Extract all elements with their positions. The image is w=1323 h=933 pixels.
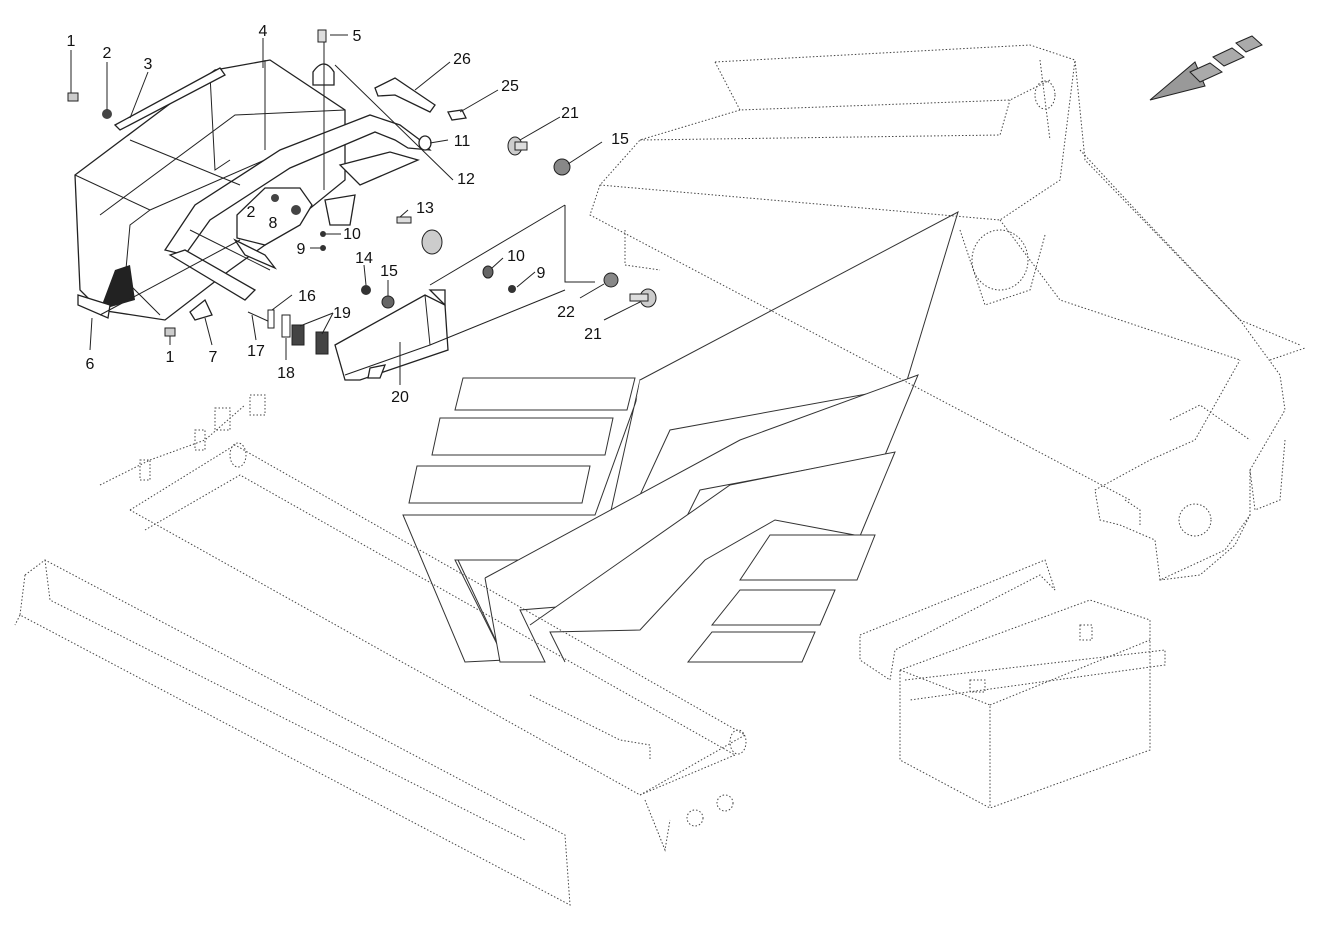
washer-part-15a (553, 158, 571, 176)
callout-19: 19 (333, 305, 351, 322)
callout-5: 5 (353, 28, 362, 45)
callout-1-bottom: 1 (166, 349, 175, 366)
callout-15-mid: 15 (380, 263, 398, 280)
callout-20: 20 (391, 389, 409, 406)
callout-21-bottom: 21 (584, 326, 602, 343)
plate-part-25 (447, 109, 467, 121)
callout-3: 3 (144, 56, 153, 73)
callout-10-left: 10 (343, 226, 361, 243)
callout-17: 17 (247, 343, 265, 360)
shield-part-4 (74, 59, 346, 321)
callout-9-left: 9 (297, 241, 306, 258)
bracket-part-20 (334, 289, 449, 381)
direction-arrow-icon (1149, 35, 1263, 101)
leader-lines (70, 34, 641, 385)
bracket-part-12-plate (324, 151, 420, 226)
callout-13: 13 (416, 200, 434, 217)
lower-right-tank (859, 559, 1166, 809)
callout-16: 16 (298, 288, 316, 305)
callout-2-top: 2 (103, 45, 112, 62)
callout-labels: 1 2 3 4 5 26 25 11 12 21 15 2 8 13 10 9 … (67, 23, 629, 406)
fasteners (67, 92, 657, 355)
bracket-part-26 (374, 77, 436, 113)
callout-6: 6 (86, 356, 95, 373)
callout-2-inset: 2 (247, 204, 256, 221)
rubber-mount-13 (396, 216, 443, 255)
callout-10-right: 10 (507, 248, 525, 265)
callout-25: 25 (501, 78, 519, 95)
callout-21-top: 21 (561, 105, 579, 122)
callout-14: 14 (355, 250, 373, 267)
lower-frame-assembly (14, 394, 747, 906)
callout-1-top: 1 (67, 33, 76, 50)
callout-9-right: 9 (537, 265, 546, 282)
tube-part-11-12 (163, 114, 432, 301)
callout-11: 11 (454, 133, 471, 150)
detail-inset (236, 187, 313, 246)
brand-watermark-logo (402, 210, 959, 663)
header-frame (589, 44, 1306, 581)
callout-4: 4 (259, 23, 268, 40)
callout-12: 12 (457, 171, 475, 188)
callout-7: 7 (209, 349, 218, 366)
bolt-part-21a (507, 136, 528, 156)
callout-15-top: 15 (611, 131, 629, 148)
callout-18: 18 (277, 365, 295, 382)
callout-26: 26 (453, 51, 471, 68)
callout-22: 22 (557, 304, 575, 321)
callout-8: 8 (269, 215, 278, 232)
bracket-part-3 (113, 67, 226, 131)
